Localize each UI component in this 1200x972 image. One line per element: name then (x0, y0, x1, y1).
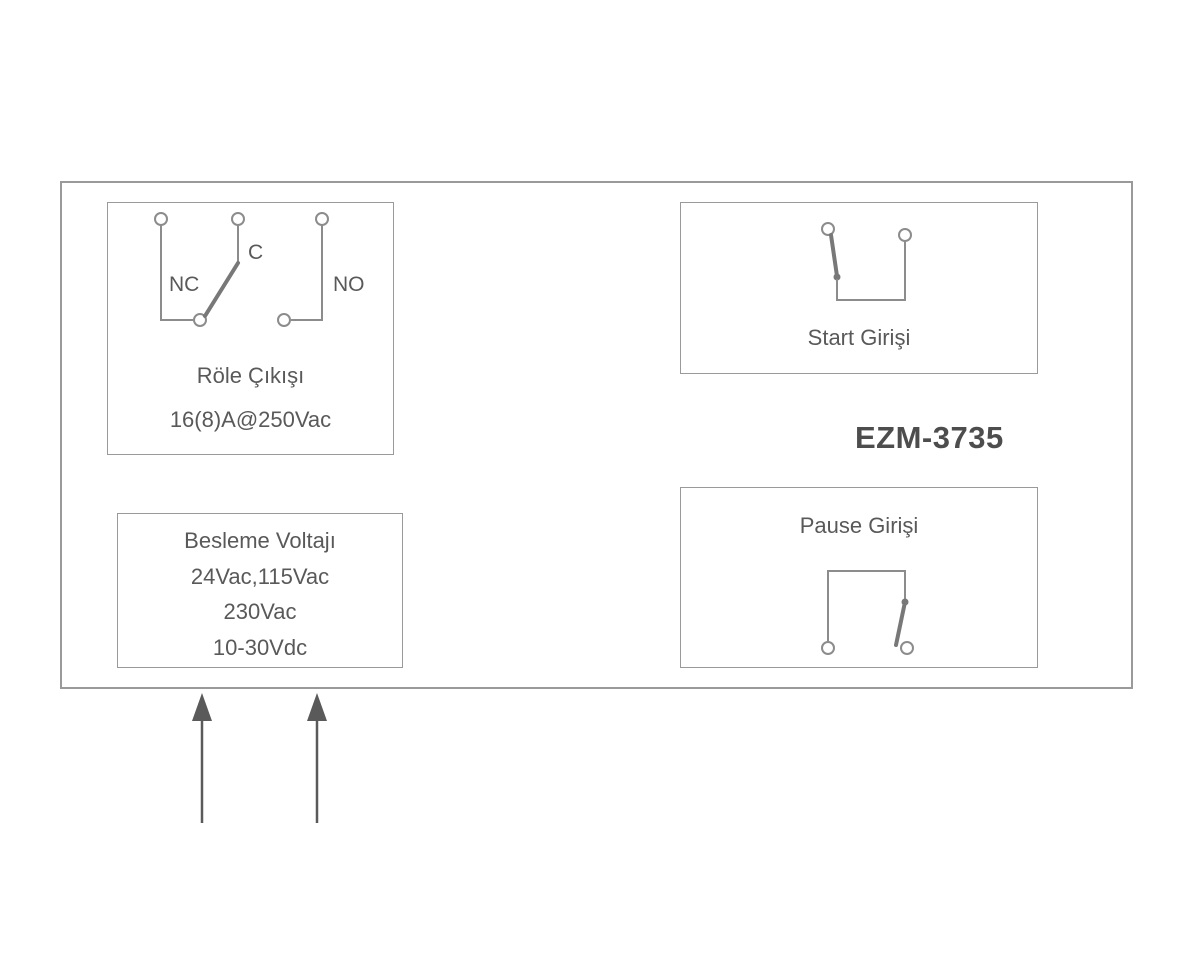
start-input-box: Start Girişi (680, 202, 1038, 374)
relay-nc-label: NC (169, 273, 199, 296)
supply-arrow-up-icon (192, 693, 212, 823)
relay-output-box: NC C NO Röle Çıkışı 16(8)A@250Vac (107, 202, 394, 455)
supply-voltage-box: Besleme Voltajı 24Vac,115Vac 230Vac 10-3… (117, 513, 403, 668)
start-switch-icon (821, 222, 912, 301)
start-input-label: Start Girişi (807, 325, 911, 350)
supply-option-2: 230Vac (223, 599, 297, 624)
relay-title: Röle Çıkışı (196, 363, 305, 388)
device-model-label: EZM-3735 (855, 420, 1004, 455)
supply-option-3: 10-30Vdc (212, 634, 308, 660)
pause-input-label: Pause Girişi (799, 513, 919, 538)
relay-no-label: NO (333, 273, 365, 296)
supply-option-1: 24Vac,115Vac (190, 563, 330, 589)
relay-contact-symbol-icon: NC C NO (154, 212, 365, 327)
pause-switch-icon (821, 570, 914, 655)
supply-title: Besleme Voltajı (184, 528, 336, 553)
relay-rating: 16(8)A@250Vac (169, 407, 332, 432)
supply-arrow-up-icon (307, 693, 327, 823)
pause-input-box: Pause Girişi (680, 487, 1038, 668)
relay-c-label: C (248, 241, 263, 264)
